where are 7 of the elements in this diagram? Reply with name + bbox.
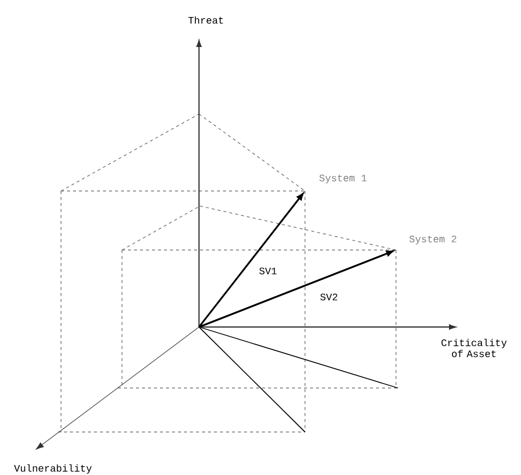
axis-label: Threat: [188, 16, 223, 24]
point-label: System 2: [409, 236, 456, 244]
axis-label: Vulnerability: [14, 464, 92, 474]
vector-label: SV1: [259, 268, 277, 274]
axis-label: Criticality of Asset: [442, 338, 507, 358]
vector-label: SV2: [320, 294, 338, 300]
point-label: System 1: [319, 174, 367, 184]
